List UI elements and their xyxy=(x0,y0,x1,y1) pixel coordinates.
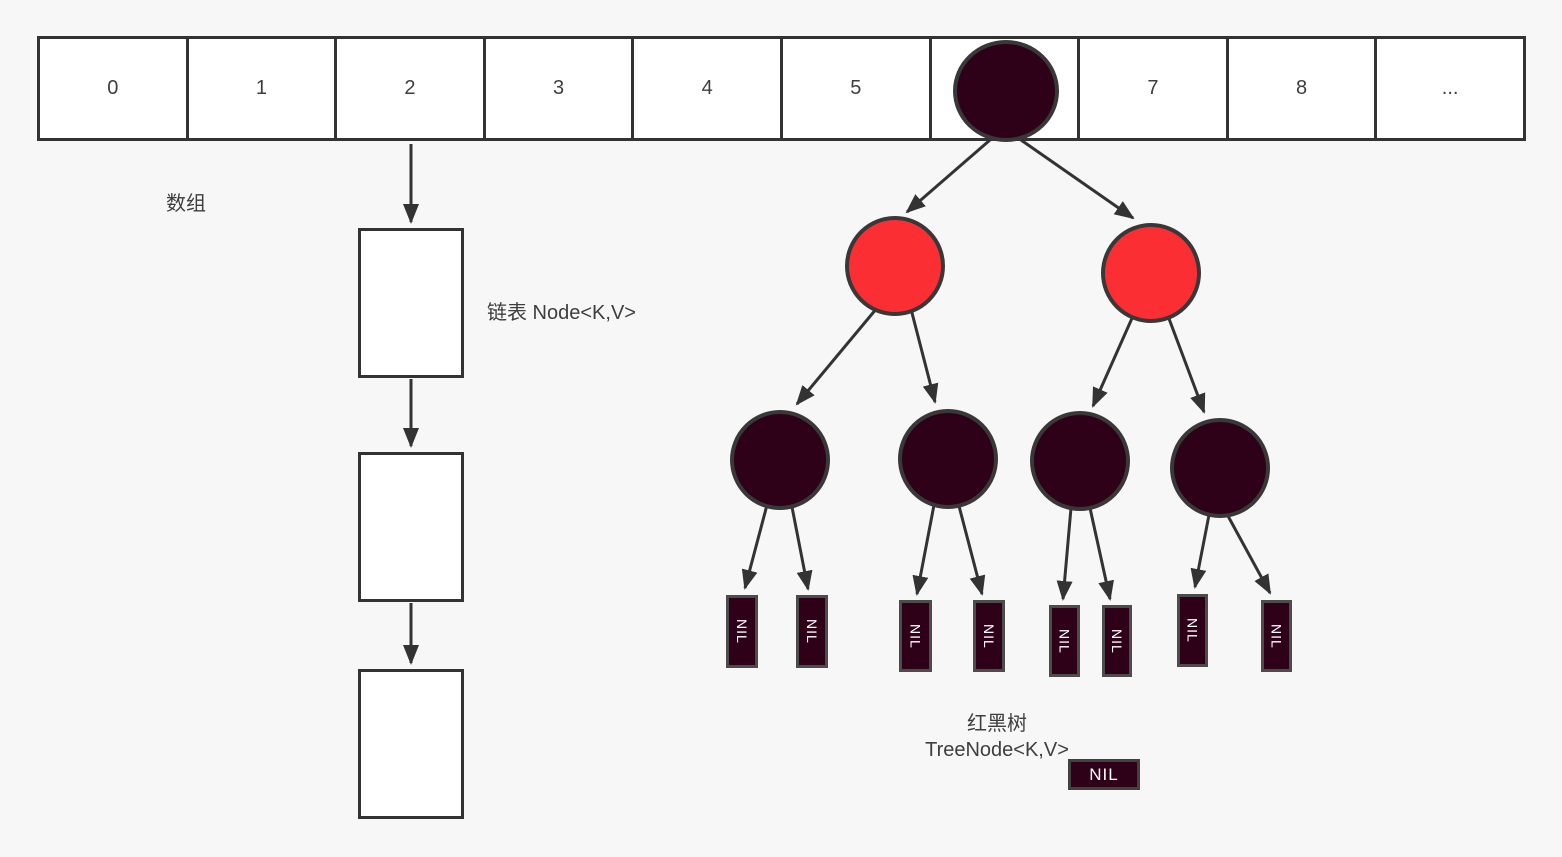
list-node-2 xyxy=(358,452,464,602)
nil-legend-box: NIL xyxy=(1068,759,1140,790)
nil-leaf-2: NIL xyxy=(796,595,828,668)
arrow-root-to-red-right xyxy=(1020,138,1135,220)
nil-legend-label: NIL xyxy=(1089,764,1119,784)
tree-black-node-3 xyxy=(1030,411,1130,511)
nil-leaf-4: NIL xyxy=(973,600,1005,672)
tree-black-node-4 xyxy=(1170,418,1270,518)
array-cell-9-label: ... xyxy=(1441,77,1459,99)
array-cell-4: 4 xyxy=(634,39,783,138)
arrow-black3-to-nil6 xyxy=(1088,507,1114,601)
array-cell-1-label: 1 xyxy=(255,77,267,99)
tree-label: 红黑树 TreeNode<K,V> xyxy=(897,711,1097,763)
array-cell-5-label: 5 xyxy=(850,77,862,99)
list-node-3 xyxy=(358,669,464,819)
nil-leaf-5-label: NIL xyxy=(1056,628,1073,654)
array-cell-7: 7 xyxy=(1080,39,1229,138)
tree-label-title: 红黑树 xyxy=(967,713,1027,735)
array-cell-3-label: 3 xyxy=(553,77,565,99)
list-node-1 xyxy=(358,228,464,378)
array-cell-9-ellipsis: ... xyxy=(1377,39,1523,138)
array-cell-0-label: 0 xyxy=(107,77,119,99)
array-cell-8: 8 xyxy=(1229,39,1378,138)
tree-root-black-node xyxy=(953,40,1059,142)
array-cell-1: 1 xyxy=(189,39,338,138)
arrow-black3-to-nil5 xyxy=(1056,507,1073,601)
linked-list-label: 链表 Node<K,V> xyxy=(487,302,636,324)
array-cell-5: 5 xyxy=(783,39,932,138)
array-cell-4-label: 4 xyxy=(701,77,713,99)
tree-red-node-right xyxy=(1101,223,1201,323)
nil-leaf-2-label: NIL xyxy=(804,619,820,644)
array-label: 数组 xyxy=(166,193,206,215)
nil-leaf-1: NIL xyxy=(726,595,758,668)
array-cell-3: 3 xyxy=(486,39,635,138)
nil-leaf-3: NIL xyxy=(899,600,932,672)
nil-leaf-7-label: NIL xyxy=(1184,618,1201,643)
array-cell-6 xyxy=(932,39,1081,138)
arrow-black4-to-nil7 xyxy=(1190,514,1211,589)
tree-red-node-left xyxy=(845,216,945,316)
nil-leaf-6: NIL xyxy=(1102,605,1132,677)
arrow-root-to-red-left xyxy=(905,138,991,214)
tree-black-node-1 xyxy=(730,410,830,510)
array-cell-0: 0 xyxy=(40,39,189,138)
bucket-array: 0 1 2 3 4 5 7 8 ... xyxy=(37,36,1526,141)
nil-leaf-7: NIL xyxy=(1177,594,1208,667)
nil-leaf-8: NIL xyxy=(1261,600,1292,672)
tree-label-subtitle: TreeNode<K,V> xyxy=(925,739,1069,761)
arrow-black4-to-nil8 xyxy=(1226,515,1272,595)
nil-leaf-1-label: NIL xyxy=(734,619,750,644)
arrow-black2-to-nil3 xyxy=(912,504,936,596)
arrow-red-right-to-black4 xyxy=(1166,315,1206,414)
arrow-red-right-to-black3 xyxy=(1091,315,1135,408)
array-cell-2-label: 2 xyxy=(404,77,416,99)
arrow-black1-to-nil1 xyxy=(741,504,769,590)
nil-leaf-8-label: NIL xyxy=(1268,623,1285,649)
array-cell-8-label: 8 xyxy=(1295,77,1308,99)
arrow-black1-to-nil2 xyxy=(790,506,813,591)
nil-leaf-4-label: NIL xyxy=(981,623,997,649)
tree-black-node-2 xyxy=(898,409,998,509)
array-cell-2: 2 xyxy=(337,39,486,138)
nil-leaf-6-label: NIL xyxy=(1109,628,1125,654)
array-cell-7-label: 7 xyxy=(1147,77,1159,99)
arrow-red-left-to-black1 xyxy=(795,307,879,406)
nil-leaf-5: NIL xyxy=(1049,605,1080,677)
arrow-black2-to-nil4 xyxy=(957,505,986,596)
nil-leaf-3-label: NIL xyxy=(907,623,924,649)
arrow-red-left-to-black2 xyxy=(909,308,939,404)
